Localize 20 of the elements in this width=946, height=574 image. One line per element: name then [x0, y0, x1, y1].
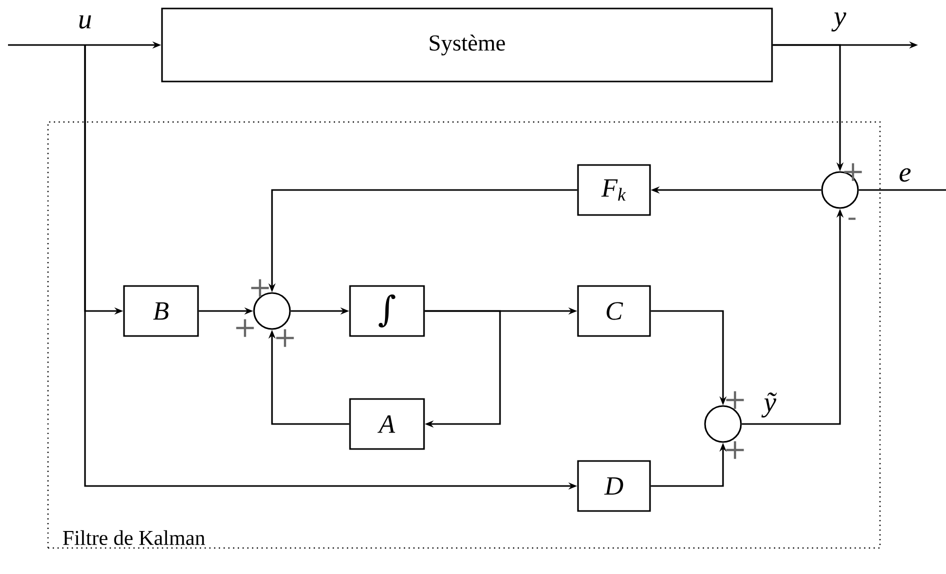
block-box: A: [349, 398, 425, 450]
arrow: [424, 310, 501, 428]
block-box: B: [123, 285, 199, 337]
signal-label: y: [831, 12, 846, 32]
sign-label: +: [236, 319, 254, 337]
sign-label: +: [726, 441, 744, 459]
block-box: F$_{k}$: [577, 164, 651, 216]
sign-label: +: [276, 329, 294, 347]
block-box: C: [577, 285, 651, 337]
block-box: Système: [161, 8, 773, 82]
sign-label: +: [844, 163, 862, 181]
sign-label: +: [251, 279, 269, 297]
sign-label: +: [726, 391, 744, 409]
block-box: ∫: [349, 285, 425, 337]
block-box: D: [577, 460, 651, 512]
sign-label: -: [848, 218, 856, 220]
signal-label: ỹ: [761, 392, 777, 418]
frame-label: Filtre de Kalman: [63, 530, 206, 546]
signal-label: u: [79, 15, 92, 29]
signal-label: e: [900, 168, 911, 182]
